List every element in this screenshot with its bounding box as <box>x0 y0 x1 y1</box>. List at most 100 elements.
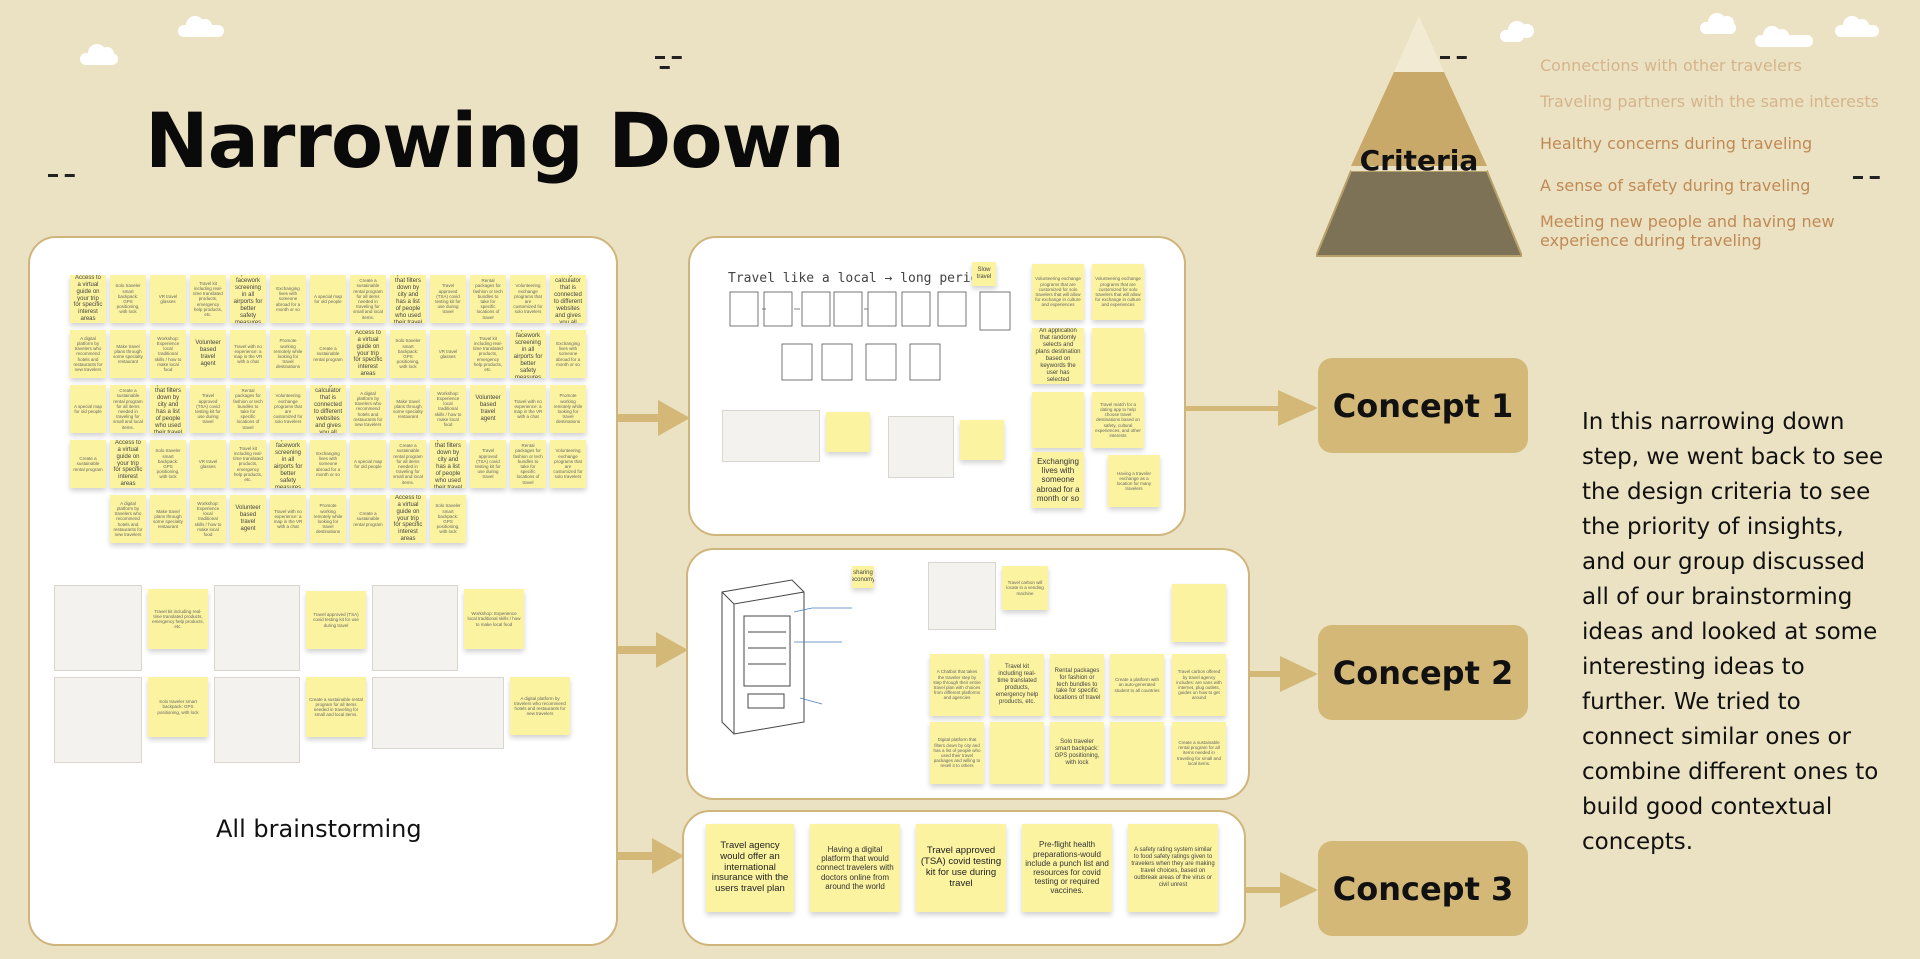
concept2-note <box>1110 722 1164 784</box>
arrow-icon <box>1250 656 1318 692</box>
sketch-photo <box>214 585 300 671</box>
cloud-icon <box>1755 26 1813 47</box>
arrow-icon <box>1246 872 1318 908</box>
brainstorm-note: Make travel plans through some specialty… <box>390 385 426 433</box>
concept2-note: Create a platform with an auto-generated… <box>1110 654 1164 716</box>
sketch-photo <box>372 677 504 749</box>
concept1-note: An application that randomly selects and… <box>1032 328 1084 384</box>
concept2-sketch-photo <box>928 562 996 630</box>
concept2-note: Create a sustainable rental program for … <box>1172 722 1226 784</box>
brainstorm-note: Travel approved (TSA) covid testing kit … <box>470 440 506 488</box>
brainstorm-note: Travel with no experience: a map in the … <box>270 495 306 543</box>
concept1-note: Travel match for a dating app to help ch… <box>1092 392 1144 448</box>
brainstorm-note: Create a sustainable rental program <box>310 330 346 378</box>
brainstorm-note: Promote working remotely while looking f… <box>550 385 586 433</box>
brainstorm-note: Digital platform that filters down by ci… <box>390 275 426 323</box>
concept2-note <box>1172 584 1226 642</box>
sketch-photo <box>214 677 300 763</box>
concept-3-button[interactable]: Concept 3 <box>1318 841 1528 936</box>
brainstorm-note: Create a sustainable rental program for … <box>350 275 386 323</box>
concept2-note: Solo traveler smart backpack: GPS positi… <box>1050 722 1104 784</box>
brainstorm-note: VR travel glasses <box>190 440 226 488</box>
brainstorm-note: Promote working remotely while looking f… <box>270 330 306 378</box>
brainstorm-note: Create a sustainable rental program <box>350 495 386 543</box>
concept1-note <box>1032 392 1084 448</box>
concept2-note: Travel carbon will locate in a vending m… <box>1002 566 1048 610</box>
cloud-icon <box>1835 16 1879 37</box>
brainstorm-note: Exchanging lives with someone abroad for… <box>270 275 306 323</box>
brainstorm-note: Travel approved (TSA) covid testing kit … <box>306 591 366 649</box>
brainstorm-note: Travel approved (TSA) covid testing kit … <box>430 275 466 323</box>
brainstorm-note: Digital platform that filters down by ci… <box>150 385 186 433</box>
concept1-note: Volunteering exchange programs that are … <box>1032 264 1084 320</box>
brainstorm-note: Rental packages for fashion or tech bund… <box>470 275 506 323</box>
brainstorm-note: Solo traveler smart backpack: GPS positi… <box>150 440 186 488</box>
brainstorm-note: Volunteering exchange programs that are … <box>550 440 586 488</box>
concept2-tag-note: sharing economy <box>852 566 874 588</box>
brainstorm-note: Travel kit including real-time translate… <box>190 275 226 323</box>
arrow-icon <box>1186 390 1318 426</box>
cloud-icon <box>1700 13 1736 34</box>
brainstorm-note: Volunteer based travel agent <box>190 330 226 378</box>
brainstorm-note: Implement facework screening in all airp… <box>230 275 266 323</box>
cloud-icon <box>1500 21 1534 42</box>
brainstorm-note: Exchanging lives with someone abroad for… <box>310 440 346 488</box>
brainstorm-note: A digital platform by travelers who reco… <box>350 385 386 433</box>
concept1-note: Volunteering exchange programs that are … <box>1092 264 1144 320</box>
arrow-icon <box>618 632 688 668</box>
criteria-item: Traveling partners with the same interes… <box>1540 92 1879 111</box>
concept3-note: Travel approved (TSA) covid testing kit … <box>916 824 1006 912</box>
brainstorm-note: Implement facework screening in all airp… <box>510 330 546 378</box>
birds-icon: ▬ ▬ ▬ <box>655 51 684 72</box>
concept-2-button[interactable]: Concept 2 <box>1318 625 1528 720</box>
brainstorm-note: Solo traveler smart backpack: GPS positi… <box>430 495 466 543</box>
brainstorm-note: Access to a virtual guide on your trip f… <box>390 495 426 543</box>
concept3-note: A safety rating system similar to food s… <box>1128 824 1218 912</box>
brainstorm-note: Implement facework screening in all airp… <box>270 440 306 488</box>
brainstorm-note: A special map for old people <box>70 385 106 433</box>
birds-icon: ▬ ▬ <box>48 169 77 180</box>
brainstorm-note: Create a budget calculator that is conne… <box>310 385 346 433</box>
concept2-note: Travel kit including real-time translate… <box>990 654 1044 716</box>
pyramid-icon <box>1316 16 1522 257</box>
brainstorm-note: Rental packages for fashion or tech bund… <box>510 440 546 488</box>
brainstorm-note: Volunteering exchange programs that are … <box>270 385 306 433</box>
concept1-small-note <box>960 420 1004 460</box>
brainstorm-note: A special map for old people <box>310 275 346 323</box>
brainstorm-note: Travel kit including real-time translate… <box>470 330 506 378</box>
brainstorm-note: Make travel plans through some specialty… <box>110 330 146 378</box>
brainstorm-note: A digital platform by travelers who reco… <box>70 330 106 378</box>
brainstorm-note: Create a sustainable rental program for … <box>110 385 146 433</box>
page-title: Narrowing Down <box>145 96 845 185</box>
description-text: In this narrowing down step, we went bac… <box>1582 409 1884 855</box>
criteria-item: Connections with other travelers <box>1540 56 1802 75</box>
brainstorm-sketches: Travel kit including real-time translate… <box>52 585 570 765</box>
concept1-note: Exchanging lives with someone abroad for… <box>1032 452 1084 508</box>
concept2-note: Rental packages for fashion or tech bund… <box>1050 654 1104 716</box>
concept1-sketch-photo <box>722 410 820 462</box>
criteria-item: Healthy concerns during traveling <box>1540 134 1813 153</box>
brainstorm-note: Create a budget calculator that is conne… <box>550 275 586 323</box>
concept1-note <box>1092 328 1144 384</box>
concept1-tag-note: Slow travel <box>972 262 996 286</box>
brainstorm-note: Access to a virtual guide on your trip f… <box>70 275 106 323</box>
brainstorm-note: Travel kit including real-time translate… <box>230 440 266 488</box>
concept-1-button[interactable]: Concept 1 <box>1318 358 1528 453</box>
arrow-icon <box>618 400 690 436</box>
brainstorm-note: Solo traveler smart backpack: GPS positi… <box>148 677 208 737</box>
concept2-note <box>990 722 1044 784</box>
sketch-photo <box>54 677 142 763</box>
concept1-sketch-photo <box>888 416 954 478</box>
concept1-sketch-caption: Travel like a local → long period <box>728 271 987 286</box>
brainstorm-note: Workshop: Experience local traditional s… <box>150 330 186 378</box>
brainstorm-note: Workshop: Experience local traditional s… <box>464 589 524 649</box>
concept3-note: Pre-flight health preparations-would inc… <box>1022 824 1112 912</box>
cloud-icon <box>80 44 118 65</box>
brainstorm-note: Create a sustainable rental program <box>70 440 106 488</box>
brainstorm-note: Travel approved (TSA) covid testing kit … <box>190 385 226 433</box>
brainstorm-note: Rental packages for fashion or tech bund… <box>230 385 266 433</box>
birds-icon: ▬ ▬ <box>1440 51 1469 62</box>
brainstorm-note: Access to a virtual guide on your trip f… <box>110 440 146 488</box>
brainstorm-note: Travel with no experience: a map in the … <box>510 385 546 433</box>
brainstorm-note: Travel with no experience: a map in the … <box>230 330 266 378</box>
